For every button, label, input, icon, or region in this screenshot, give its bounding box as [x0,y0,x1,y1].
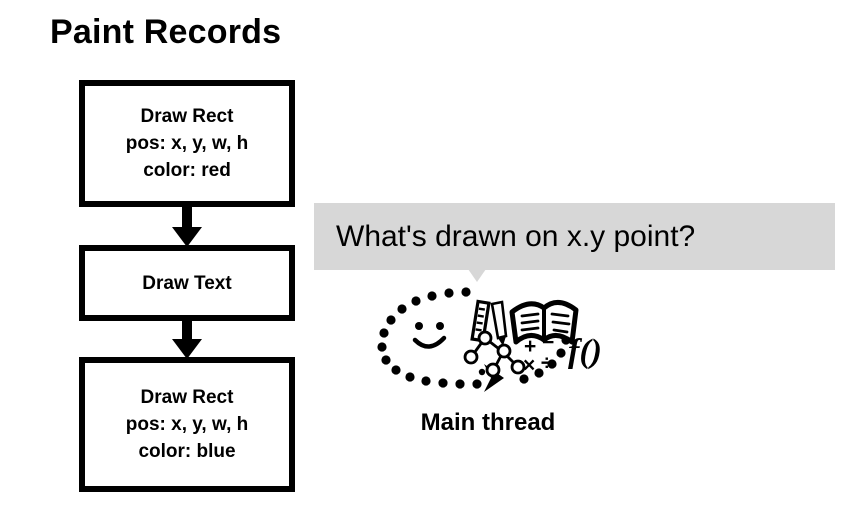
pencil-icon [490,300,508,346]
flow-arrow-down-icon [172,205,202,247]
paint-record-line-color: color: red [143,160,231,181]
page-title: Paint Records [50,13,282,51]
paint-record-line-pos: pos: x, y, w, h [125,414,249,435]
flow-arrow-down-icon [172,319,202,359]
speech-bubble: What's drawn on x.y point? [314,203,835,270]
main-thread-illustration: + − × ÷ f() [377,287,602,392]
paint-record-line-color: color: blue [138,441,236,462]
paint-record-box-draw-rect-blue: Draw Rect pos: x, y, w, h color: blue [79,357,295,492]
paint-record-line-op: Draw Text [142,272,232,294]
node-tree-icon [463,330,526,378]
ruler-icon [470,299,491,343]
speech-bubble-tail-icon [468,269,486,282]
smiley-face-icon [412,322,447,349]
main-thread-label: Main thread [420,409,556,436]
svg-text:−: − [542,331,554,354]
paint-record-box-draw-text: Draw Text [79,245,295,321]
math-symbols-icon: + − × ÷ [523,331,554,377]
svg-text:+: + [524,335,536,358]
svg-text:÷: ÷ [541,352,553,375]
paint-record-line-op: Draw Rect [140,387,234,408]
paint-record-line-pos: pos: x, y, w, h [125,133,249,154]
svg-text:×: × [523,354,535,377]
paint-record-box-draw-rect-red: Draw Rect pos: x, y, w, h color: red [79,80,295,207]
speech-bubble-text: What's drawn on x.y point? [336,219,696,253]
paint-record-line-op: Draw Rect [140,106,234,127]
function-notation-icon: f() [568,333,602,370]
open-book-icon [509,300,579,345]
